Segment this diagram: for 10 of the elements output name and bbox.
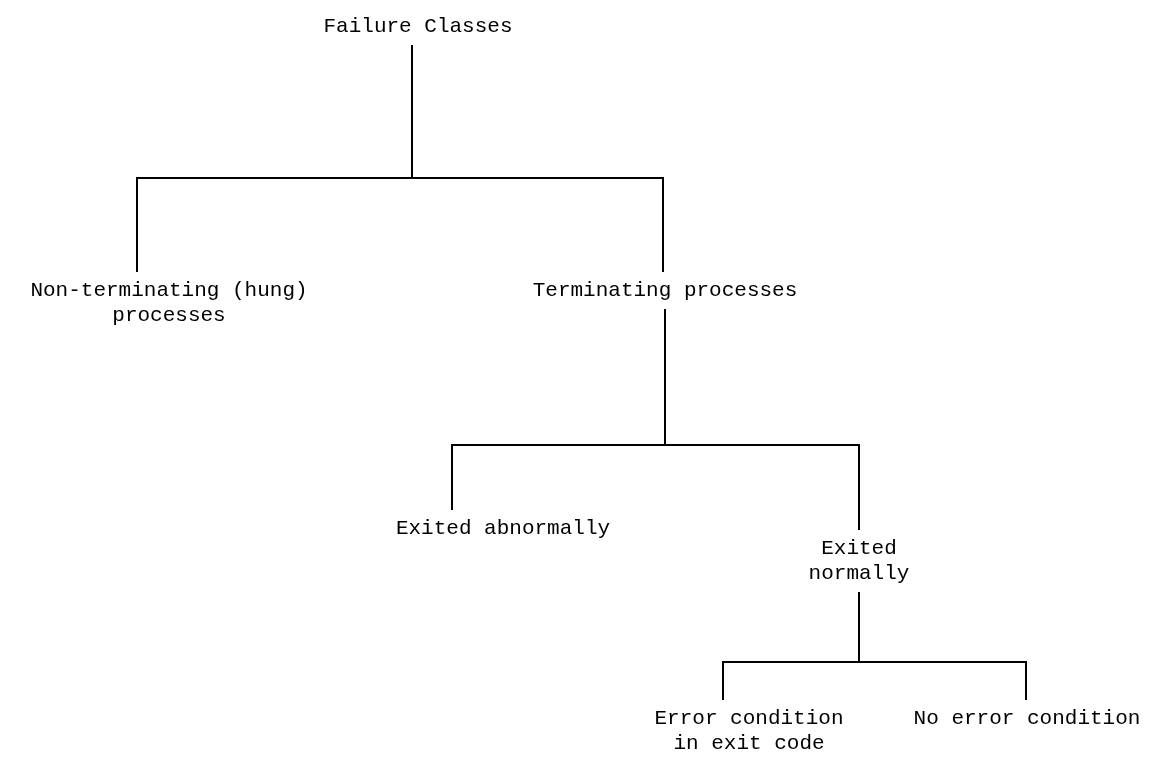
- node-label: Error condition in exit code: [636, 700, 862, 761]
- node-label: Terminating processes: [520, 272, 810, 309]
- tree-connector: [664, 308, 860, 531]
- tree-connector: [858, 591, 1027, 701]
- tree-connector: [411, 44, 664, 273]
- node-label: Exited abnormally: [378, 510, 628, 547]
- node-label: Exited normally: [766, 530, 952, 592]
- node-label: Failure Classes: [300, 8, 536, 45]
- node-label: Non-terminating (hung) processes: [14, 272, 324, 334]
- node-label: No error condition: [902, 700, 1152, 737]
